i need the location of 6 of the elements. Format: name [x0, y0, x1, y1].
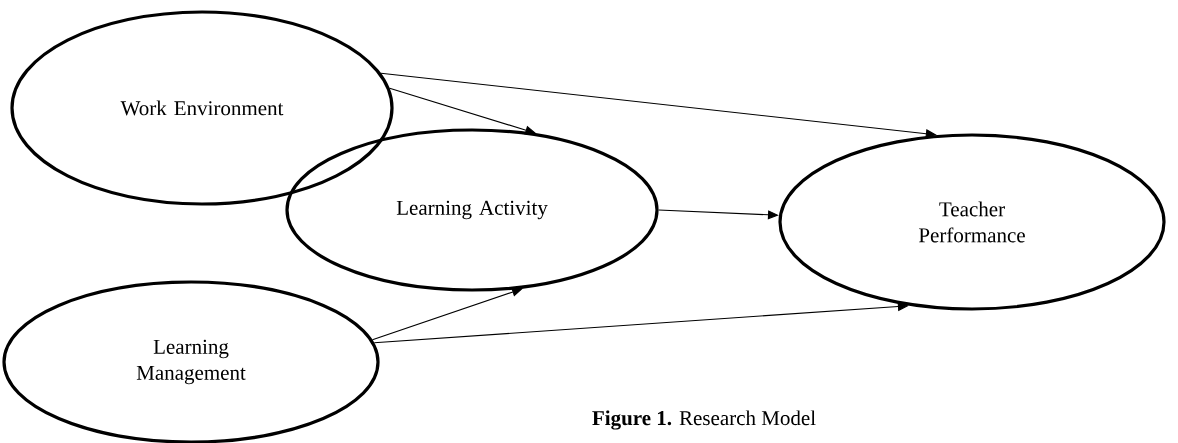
arrow	[371, 287, 523, 341]
ellipse-node: Teacher Performance	[778, 133, 1166, 311]
arrow	[658, 209, 779, 220]
figure-caption: Figure 1. Research Model	[592, 410, 816, 430]
ellipse-node: Work Environment	[10, 10, 394, 206]
ellipse-node: Learning Activity	[285, 128, 659, 292]
